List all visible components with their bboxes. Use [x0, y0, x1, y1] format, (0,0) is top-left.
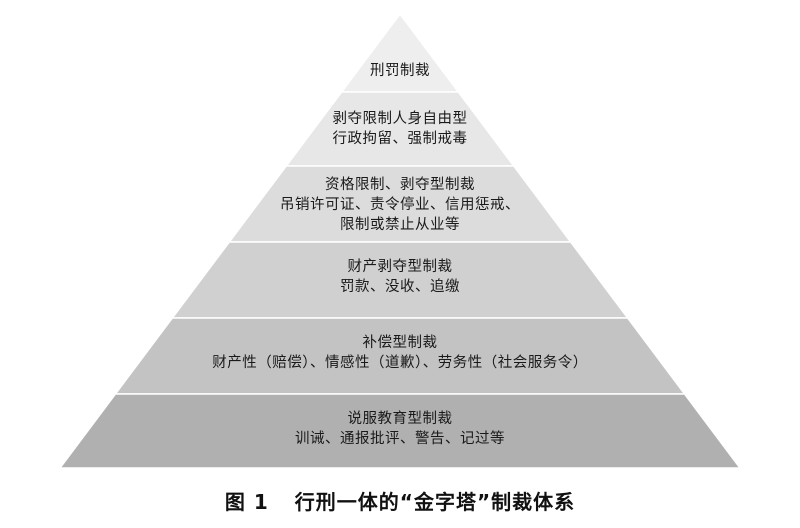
figure-caption: 图 1 行刑一体的“金字塔”制裁体系	[0, 486, 800, 515]
tier-4-text: 财产剥夺型制裁 罚款、没收、追缴	[150, 257, 650, 297]
tier-3-text: 资格限制、剥夺型制裁 吊销许可证、责令停业、信用惩戒、 限制或禁止从业等	[150, 175, 650, 235]
pyramid-tier-6	[58, 393, 742, 469]
figure-title: 行刑一体的“金字塔”制裁体系	[294, 490, 576, 514]
tier-6-text: 说服教育型制裁 训诫、通报批评、警告、记过等	[150, 409, 650, 449]
tier-2-text: 剥夺限制人身自由型 行政拘留、强制戒毒	[150, 109, 650, 149]
tier-1-line-1: 刑罚制裁	[370, 63, 430, 79]
tier-6-line-1: 说服教育型制裁	[347, 411, 453, 427]
tier-3-line-2: 吊销许可证、责令停业、信用惩戒、	[280, 197, 520, 213]
figure-label: 图 1	[224, 490, 269, 514]
tier-3-line-1: 资格限制、剥夺型制裁	[325, 177, 475, 193]
tier-6-line-2: 训诫、通报批评、警告、记过等	[295, 431, 505, 447]
tier-2-line-1: 剥夺限制人身自由型	[332, 111, 468, 127]
tier-4-line-2: 罚款、没收、追缴	[340, 279, 460, 295]
tier-5-line-1: 补偿型制裁	[362, 335, 438, 351]
tier-3-line-3: 限制或禁止从业等	[340, 217, 460, 233]
tier-2-line-2: 行政拘留、强制戒毒	[332, 131, 468, 147]
tier-5-line-2: 财产性（赔偿）、情感性（道歉）、劳务性（社会服务令）	[212, 355, 588, 371]
tier-5-text: 补偿型制裁 财产性（赔偿）、情感性（道歉）、劳务性（社会服务令）	[150, 333, 650, 373]
tier-4-line-1: 财产剥夺型制裁	[347, 259, 453, 275]
tier-1-text: 刑罚制裁	[150, 61, 650, 81]
